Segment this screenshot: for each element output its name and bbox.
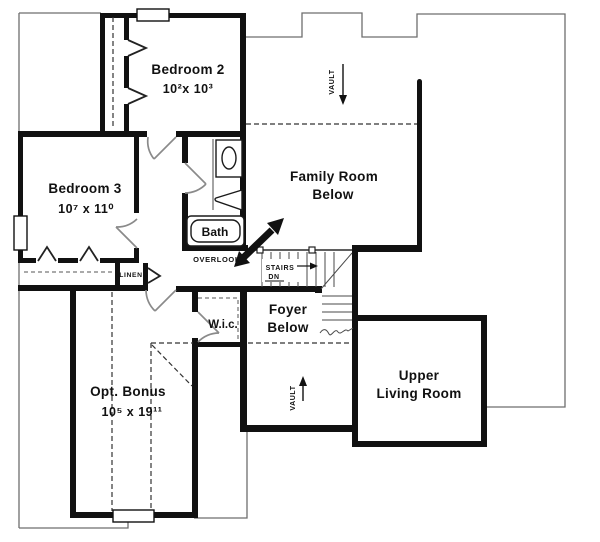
room-label-upper-living: Upper [399, 368, 440, 383]
room-label-foyer: Foyer [269, 302, 308, 317]
door-bath [184, 162, 207, 194]
stairs-dn-arrow [265, 262, 318, 282]
dashed-lines [24, 17, 417, 511]
toilet-icon [215, 139, 243, 178]
room-label-bath: Bath [202, 225, 229, 239]
stairs-label-backing [262, 259, 306, 282]
door-wic [197, 311, 220, 343]
door-bonus [145, 289, 177, 312]
room-label-upper-living-2: Living Room [376, 386, 461, 401]
vault-arrow-up [299, 376, 307, 401]
room-label-wic: W.i.c. [208, 319, 237, 331]
window-bedroom3 [13, 215, 28, 251]
window-bonus [112, 509, 155, 523]
door-bedroom2 [146, 136, 177, 160]
doors [37, 39, 220, 343]
room-label-bedroom2: Bedroom 2 [151, 62, 224, 77]
room-dims-bedroom2: 10²x 10³ [163, 82, 214, 96]
room-dims-opt-bonus: 10⁵ x 19¹¹ [102, 405, 163, 419]
windows [13, 8, 170, 523]
door-linen [147, 267, 162, 284]
vault-arrow-down [339, 64, 347, 105]
vault-label-top: VAULT [329, 69, 336, 94]
window-bedroom2 [136, 8, 170, 22]
bonus-dash-diagonal [151, 344, 193, 387]
room-label-foyer-2: Below [267, 320, 308, 335]
overlook-label: OVERLOOK [193, 255, 241, 264]
exterior-outline [18, 12, 566, 529]
walls [18, 13, 487, 518]
room-label-bedroom3: Bedroom 3 [48, 181, 121, 196]
bifold-doors-bedroom3-closet [37, 245, 99, 262]
linen-label: LINEN [119, 272, 142, 279]
bathtub-icon [186, 215, 245, 247]
room-label-opt-bonus: Opt. Bonus [90, 384, 166, 399]
door-bedroom3 [115, 218, 138, 249]
stair-break-line [319, 327, 354, 336]
stairs-label: STAIRS [266, 265, 295, 272]
stairs [248, 246, 354, 336]
room-label-family-room: Family Room [290, 169, 378, 184]
sink-icon [214, 189, 243, 211]
bath-fixtures [186, 139, 245, 247]
room-dims-bedroom3: 10⁷ x 11⁰ [58, 202, 114, 216]
stairs-dn-label: DN [268, 274, 279, 281]
bifold-doors-bedroom2-closet [127, 39, 149, 105]
vault-label-bottom: VAULT [290, 385, 297, 410]
overlook-arrow [234, 218, 284, 267]
room-label-family-room-2: Below [312, 187, 353, 202]
